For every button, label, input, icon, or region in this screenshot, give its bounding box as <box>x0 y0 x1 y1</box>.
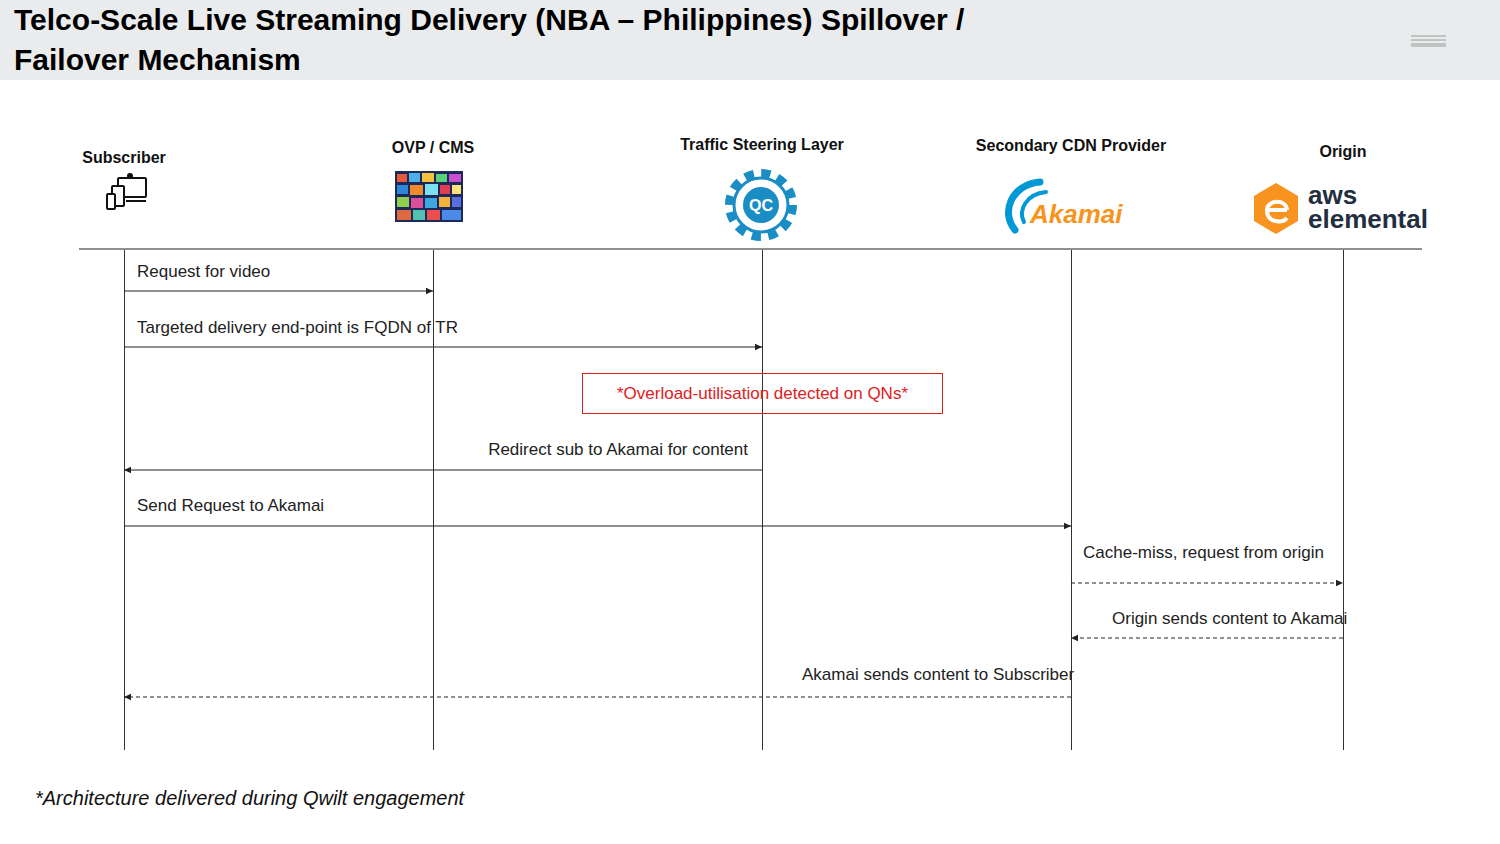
participant-label: Subscriber <box>4 148 244 168</box>
logo-text: Akamai <box>1030 199 1140 229</box>
steering-gear-icon <box>730 174 792 236</box>
message-label: Targeted delivery end-point is FQDN of T… <box>137 318 458 338</box>
request-message <box>124 523 1071 529</box>
arrow-head <box>1071 635 1078 641</box>
request-message <box>124 344 762 350</box>
arrow-head <box>124 694 131 700</box>
message-label: Request for video <box>137 262 270 282</box>
response-message <box>1071 635 1343 641</box>
participant-label: Traffic Steering Layer <box>642 135 882 155</box>
lifeline <box>762 250 763 750</box>
response-message <box>124 694 1071 700</box>
lifeline <box>124 250 125 750</box>
devices-icon <box>107 174 146 209</box>
message-line <box>124 697 1071 698</box>
alert-box: *Overload-utilisation detected on QNs* <box>582 373 943 414</box>
participant-label: Origin <box>1223 142 1463 162</box>
message-label: Send Request to Akamai <box>137 496 324 516</box>
message-line <box>124 526 1071 527</box>
request-message <box>124 467 762 473</box>
logo-text: aws elemental <box>1308 183 1448 231</box>
logo-text: QC <box>741 197 781 215</box>
alert-text: *Overload-utilisation detected on QNs* <box>617 384 908 404</box>
participant-label: Secondary CDN Provider <box>951 136 1191 156</box>
message-label: Origin sends content to Akamai <box>1112 609 1347 629</box>
message-label: Cache-miss, request from origin <box>1083 543 1324 563</box>
message-line <box>124 470 762 471</box>
arrow-head <box>124 467 131 473</box>
message-label: Akamai sends content to Subscriber <box>802 665 1074 685</box>
arrow-head <box>1336 580 1343 586</box>
lifeline <box>1343 250 1344 750</box>
participant-label: OVP / CMS <box>313 138 553 158</box>
arrow-head <box>755 344 762 350</box>
request-message <box>124 288 433 294</box>
arrow-head <box>1064 523 1071 529</box>
response-message <box>1071 580 1343 586</box>
arrow-head <box>426 288 433 294</box>
aws-elemental-icon <box>1254 183 1298 234</box>
menu-icon <box>1411 36 1446 46</box>
message-line <box>124 291 433 292</box>
header-divider <box>79 248 1422 249</box>
footnote-caption: *Architecture delivered during Qwilt eng… <box>35 787 464 810</box>
participant-column: Subscriber <box>4 130 244 750</box>
message-line <box>1071 583 1343 584</box>
message-line <box>124 347 762 348</box>
message-line <box>1071 638 1343 639</box>
slide-title: Telco-Scale Live Streaming Delivery (NBA… <box>14 0 974 80</box>
header-band <box>0 0 1500 80</box>
video-wall-image <box>395 171 463 222</box>
message-label: Redirect sub to Akamai for content <box>488 440 748 460</box>
